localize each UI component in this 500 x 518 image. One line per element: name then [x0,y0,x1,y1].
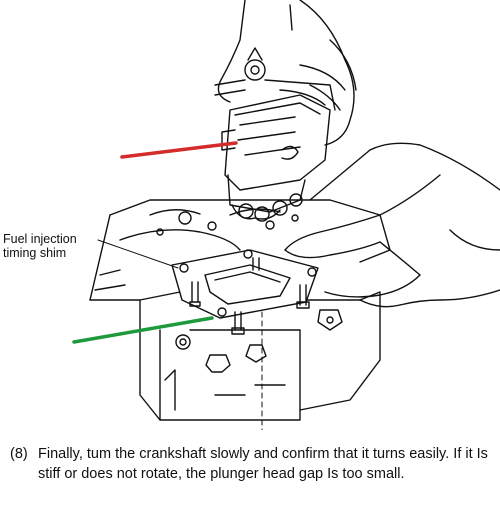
step-number: (8) [10,446,28,462]
shim-label-line2: timing shim [3,246,67,260]
shim-label-line1: Fuel injection [3,232,77,246]
lower-hand [284,142,500,308]
timing-shim [171,249,319,335]
hand-illustration [217,0,357,146]
engine-block [89,199,391,430]
red-arrow-icon [120,141,238,159]
green-arrow-icon [72,316,214,344]
instruction-text: Finally, tum the crankshaft slowly and c… [38,446,488,482]
shim-callout-label: Fuel injection timing shim [3,232,77,260]
shim-leader-line [97,239,179,269]
service-diagram [72,0,500,430]
instruction-caption: (8) Finally, tum the crankshaft slowly a… [10,444,490,484]
